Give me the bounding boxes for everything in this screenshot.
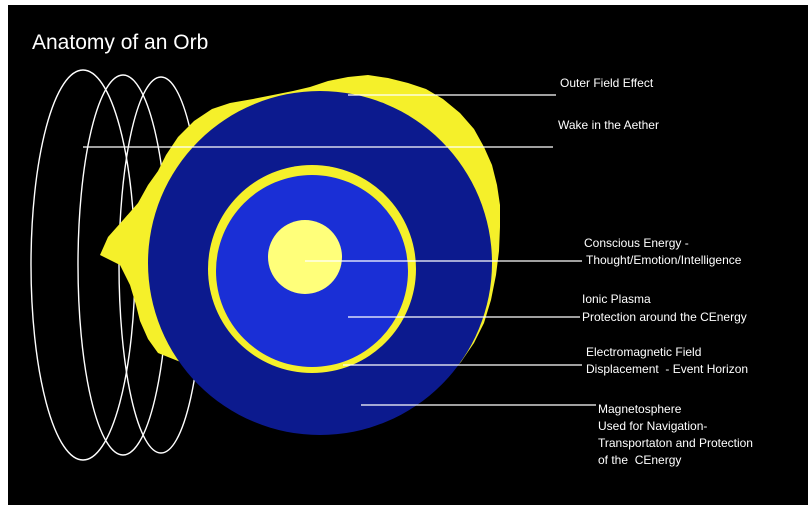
orb-figure [30, 69, 596, 461]
label-conscious-2: Thought/Emotion/Intelligence [586, 253, 742, 267]
label-ionic-2: Protection around the CEnergy [582, 310, 747, 324]
label-em-2: Displacement - Event Horizon [586, 362, 749, 376]
diagram-title: Anatomy of an Orb [32, 31, 209, 54]
label-wake: Wake in the Aether [558, 118, 659, 132]
label-em-1: Electromagnetic Field [586, 345, 702, 359]
label-magneto-2: Used for Navigation- [598, 419, 708, 433]
label-outer-field: Outer Field Effect [560, 76, 654, 90]
label-magneto-1: Magnetosphere [598, 402, 682, 416]
orb-diagram: Anatomy of an Orb Outer Field Effect Wak… [8, 5, 808, 505]
label-magneto-3: Transportaton and Protection [598, 436, 753, 450]
label-ionic-1: Ionic Plasma [582, 292, 651, 306]
label-conscious-1: Conscious Energy - [584, 236, 689, 250]
conscious-energy-core [268, 220, 342, 294]
label-magneto-4: of the CEnergy [598, 453, 682, 467]
